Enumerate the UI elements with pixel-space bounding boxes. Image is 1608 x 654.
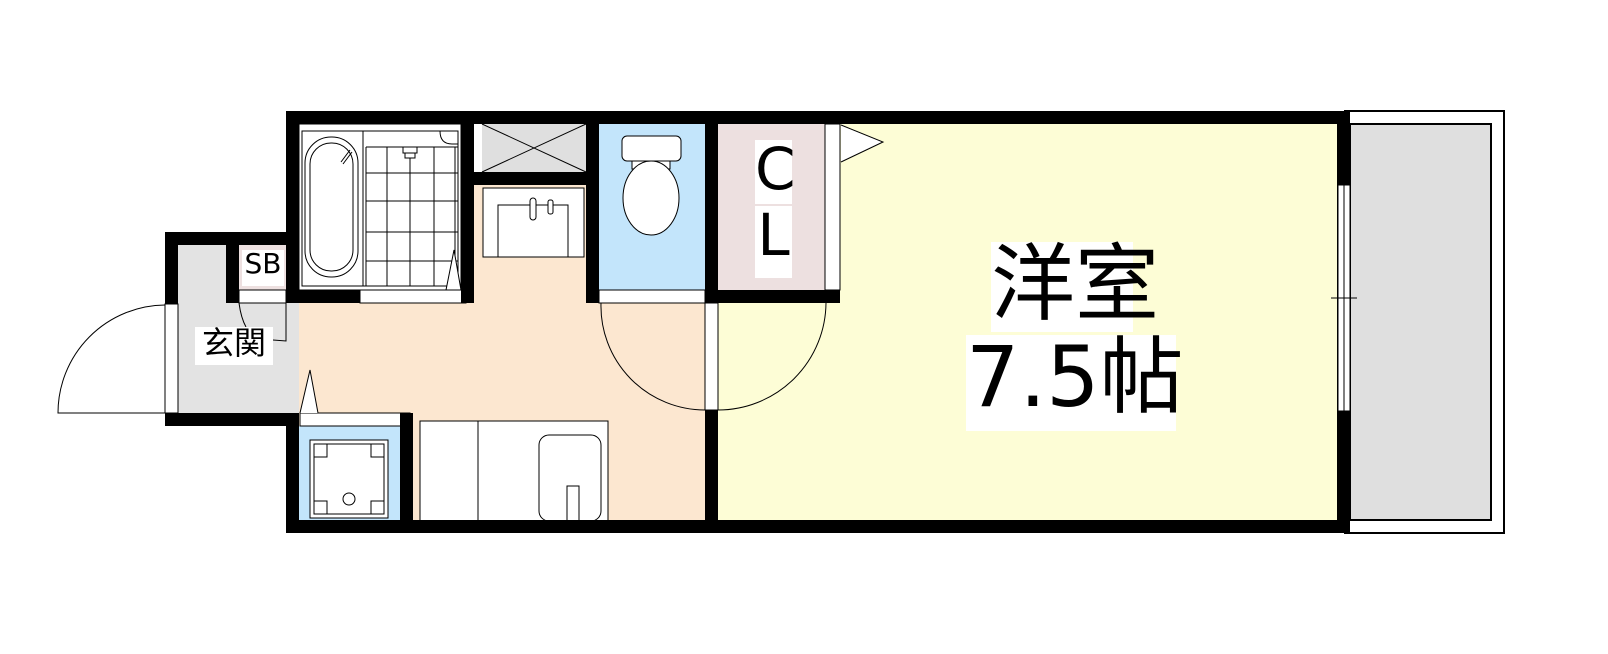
closet-label-l: L — [755, 206, 792, 278]
washing-machine-pan-icon — [299, 412, 411, 519]
closet-door-strip — [824, 123, 841, 291]
western-room-label: 洋室 — [991, 235, 1160, 333]
entrance-label: 玄関 — [195, 327, 273, 365]
closet-label-c: C — [755, 135, 796, 204]
washbasin-icon — [482, 187, 585, 258]
bathroom-door-marker-icon — [445, 249, 462, 291]
bathroom-doorway — [359, 289, 467, 304]
toilet-icon — [621, 135, 682, 236]
western-room-size-label: 7.5帖 — [966, 335, 1184, 431]
laundry-door-marker-icon — [299, 369, 319, 414]
walls — [165, 111, 1350, 533]
entrance-doorway — [164, 303, 179, 414]
bathtub-icon — [304, 136, 359, 278]
shoe-box-doorway — [238, 289, 287, 304]
room-doorway — [704, 302, 719, 411]
balcony — [1344, 110, 1505, 534]
toilet-doorway — [598, 289, 706, 304]
shower-faucet-icon — [402, 146, 418, 168]
closet-door-swing-icon[interactable] — [717, 302, 827, 411]
kitchen-counter — [419, 420, 609, 531]
bathroom — [298, 123, 462, 291]
toilet-door-swing-icon[interactable] — [600, 302, 706, 411]
bathroom-corner-shelf — [439, 130, 459, 145]
window[interactable] — [1331, 184, 1357, 412]
shoe-box-door-swing-icon[interactable] — [238, 302, 247, 328]
closet-door-marker-icon — [840, 124, 885, 163]
storage-shelf — [481, 123, 587, 173]
entrance-door-swing-icon[interactable] — [57, 304, 166, 414]
entrance-step-line — [272, 303, 287, 342]
shoe-box-label: SB — [242, 250, 284, 286]
